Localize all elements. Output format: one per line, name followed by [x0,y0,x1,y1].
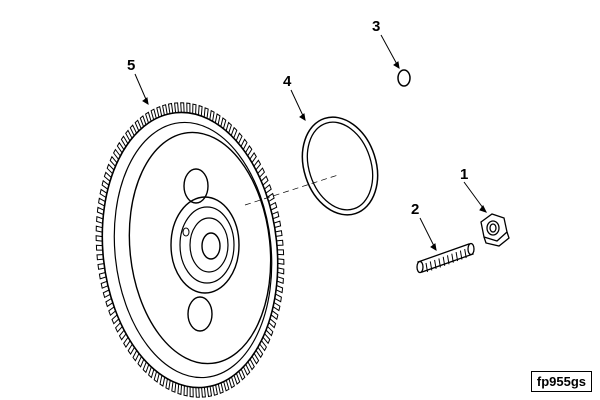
stud-thread-line [429,261,433,271]
figure-id-label: fp955gs [530,371,592,392]
callout-1: 1 [460,166,468,183]
stud-part [416,242,475,274]
stud-thread-line [459,250,463,260]
gear-teeth-outline [95,102,285,398]
stud-thread-line [455,252,459,262]
gear-hole-top [183,168,209,204]
nut-part [480,213,510,247]
callout-2: 2 [411,201,419,218]
stud-thread-line [425,262,428,273]
stud-thread-line [434,259,437,269]
callout-3: 3 [372,18,380,35]
arrow-5 [142,97,149,105]
callout-5: 5 [127,57,135,74]
stud-thread-line [464,249,467,259]
gear-part [95,102,285,398]
stud-thread-line [442,256,446,266]
arrow-3 [393,61,400,69]
gear-hole-bottom [187,296,213,332]
assembly-axis [244,174,339,206]
stud-thread-line [447,255,450,265]
callout-4: 4 [283,73,292,90]
stud-thread-line [451,253,454,263]
seal-ring-part [301,116,379,216]
o-ring-part [397,69,411,87]
leader-3 [380,34,400,69]
stud-thread-line [438,258,441,268]
arrow-4 [299,113,306,121]
arrow-1 [479,205,487,213]
gear-hub [170,196,240,294]
arrow-2 [430,243,437,251]
gear-teeth [95,102,285,398]
